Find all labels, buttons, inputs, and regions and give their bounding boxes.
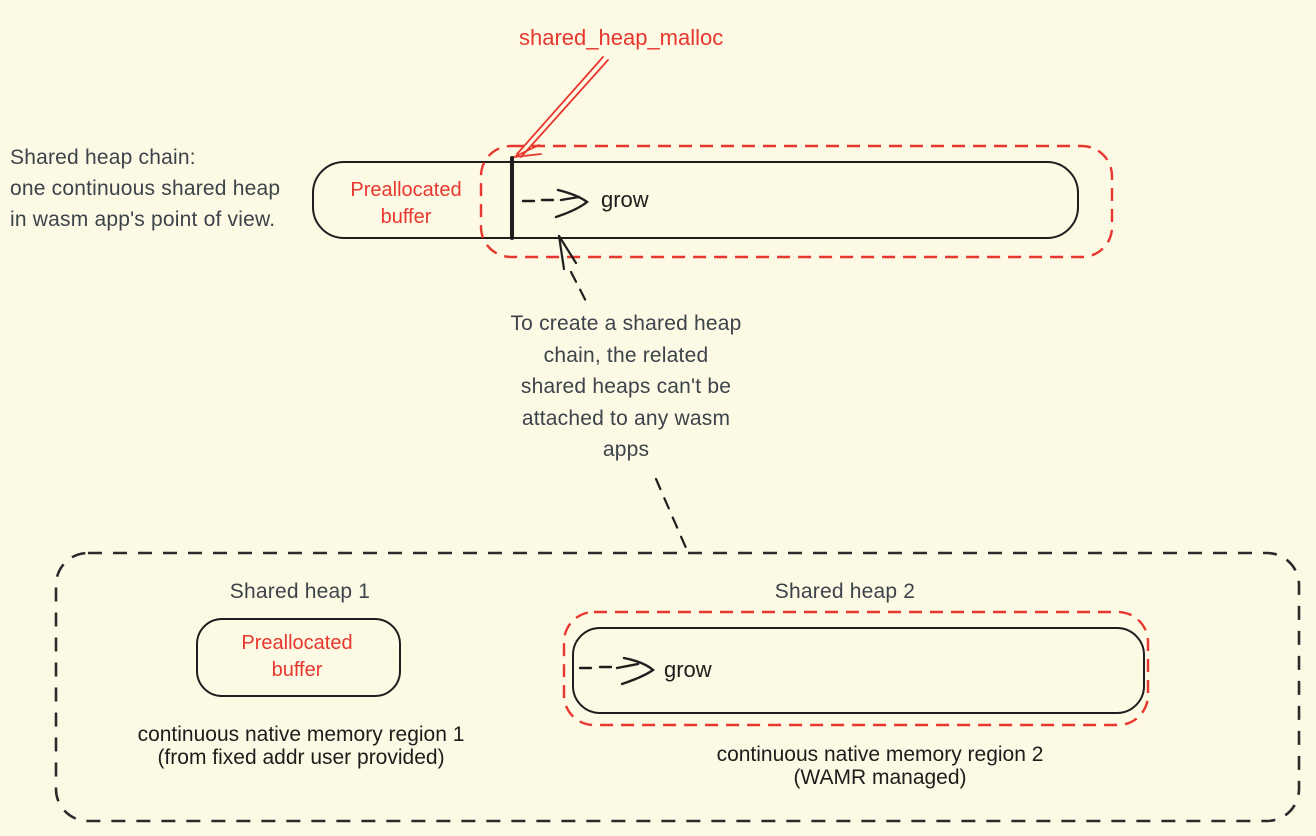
region2-caption: continuous native memory region 2 (WAMR … [716,743,1044,789]
heap-divider-line [510,156,514,240]
note-connector-line-bottom [654,477,688,550]
note-connector-line-top [569,270,591,309]
preallocated-buffer-label-top: Preallocated buffer [350,179,462,228]
intro-line-2: one continuous shared heap [10,177,281,200]
intro-line-3: in wasm app's point of view. [10,208,276,231]
malloc-label: shared_heap_malloc [519,25,724,50]
heap2-box [572,627,1145,714]
malloc-arrow-icon [513,56,609,158]
grow-label-top: grow [601,187,649,212]
heap2-title: Shared heap 2 [774,580,916,603]
note-text: To create a shared heap chain, the relat… [510,312,742,461]
grow-label-bottom: grow [664,657,712,682]
intro-line-1: Shared heap chain: [10,146,196,169]
heap1-title: Shared heap 1 [229,580,371,603]
preallocated-buffer-label-bottom: Preallocated buffer [241,632,353,681]
intro-text: Shared heap chain: one continuous shared… [10,142,280,235]
pointer-arrow-icon [557,234,578,271]
region1-caption: continuous native memory region 1 (from … [137,723,465,769]
